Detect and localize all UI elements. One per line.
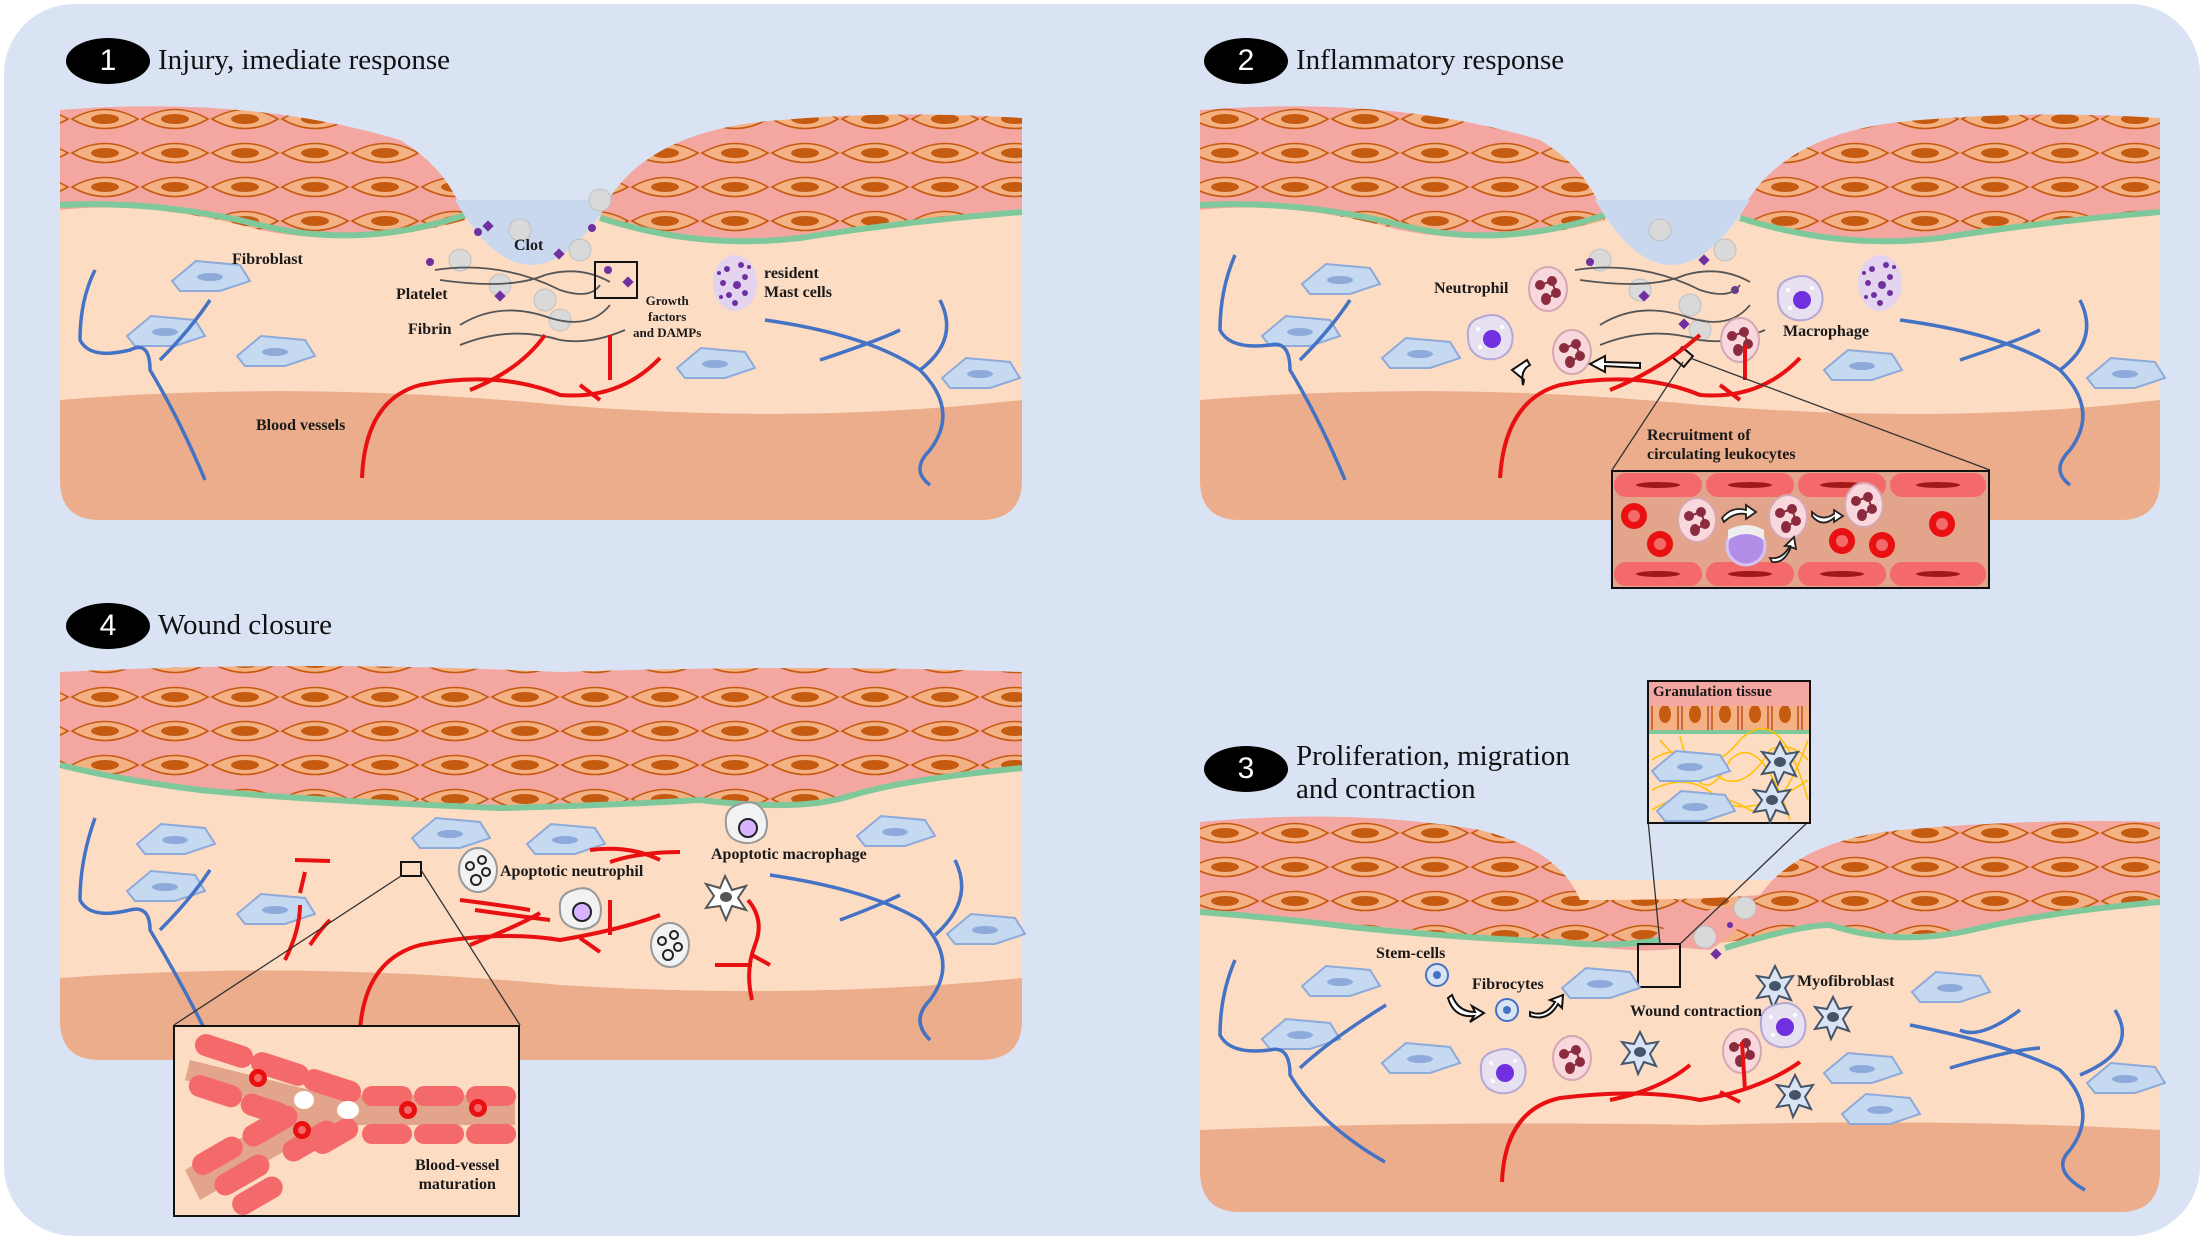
vein: [1218, 959, 2125, 1192]
red-blood-cell-icon: [1621, 503, 1955, 558]
label-neutrophil: Neutrophil: [1434, 280, 1509, 297]
fibrin-strands: [434, 266, 626, 346]
step-1-badge: 1: [66, 38, 150, 84]
panel-1-illustration: [59, 106, 1023, 520]
macrophage-icon: [1759, 1002, 1807, 1049]
white-blood-cell-icon: [294, 1091, 359, 1119]
label-blood-vessel-maturation: Blood-vessel maturation: [415, 1157, 500, 1193]
label-mast-cells: resident Mast cells: [764, 265, 832, 301]
label-stem-cells: Stem-cells: [1376, 945, 1446, 962]
vein: [78, 269, 949, 487]
label-granulation-tissue: Granulation tissue: [1653, 684, 1772, 700]
label-blood-vessels: Blood vessels: [256, 417, 346, 434]
artery: [1498, 333, 1802, 479]
step-1-title: Injury, imediate response: [158, 44, 451, 76]
neutrophil-icon: [1552, 1035, 1592, 1081]
artery: [1500, 1041, 1802, 1183]
label-fibroblast: Fibroblast: [232, 251, 303, 268]
step-4-badge: 4: [66, 603, 150, 649]
panel-3-illustration: [1199, 680, 2166, 1212]
panel-4-illustration: [59, 666, 1026, 1217]
granulation-tissue-inset: [1647, 680, 1811, 824]
label-clot: Clot: [514, 237, 544, 254]
leukocyte-recruitment-inset: [1611, 470, 1990, 589]
vein: [1218, 254, 2089, 487]
label-platelet: Platelet: [396, 286, 448, 303]
label-fibrocytes: Fibrocytes: [1472, 976, 1544, 993]
zoom-box: [594, 261, 638, 299]
monocyte-icon: [1725, 525, 1767, 567]
step-4-header: 4 Wound closure: [66, 603, 332, 649]
mast-cell-icon: [1858, 255, 1902, 311]
macrophage-icon: [1479, 1048, 1527, 1095]
label-myofibroblast: Myofibroblast: [1797, 973, 1895, 990]
apoptotic-macrophage-icon: [558, 801, 768, 931]
step-2-title: Inflammatory response: [1296, 44, 1565, 76]
step-4-title: Wound closure: [158, 609, 333, 641]
label-apoptotic-neutrophil: Apoptotic neutrophil: [500, 863, 644, 880]
neutrophil-icon: [1552, 329, 1592, 375]
step-2-badge: 2: [1204, 38, 1288, 84]
macrophage-icon: [1466, 314, 1514, 361]
step-3-title-line-1: Proliferation, migration: [1296, 740, 1570, 772]
label-growth-factors: Growth factors and DAMPs: [633, 293, 702, 340]
migration-arrow-icon: [1510, 354, 1641, 386]
artery: [283, 846, 771, 1031]
neutrophil-icon: [1528, 266, 1568, 312]
growth-factor-icon: [1586, 254, 1739, 330]
fibrocyte-icon: [1495, 998, 1519, 1022]
step-1-header: 1 Injury, imediate response: [66, 38, 450, 84]
blood-vessel-maturation-inset: [173, 1025, 520, 1217]
step-2-header: 2 Inflammatory response: [1204, 38, 1564, 84]
step-3-title-line-2: and contraction: [1296, 773, 1476, 805]
mast-cell-icon: [713, 255, 757, 311]
label-wound-contraction: Wound contraction: [1630, 1003, 1763, 1020]
label-macrophage: Macrophage: [1783, 323, 1869, 340]
stem-cell-icon: [1425, 963, 1449, 987]
label-apoptotic-macrophage: Apoptotic macrophage: [711, 846, 867, 863]
neutrophil-icon: [1720, 317, 1760, 363]
step-3-header: 3 Proliferation, migration and contracti…: [1204, 740, 1570, 806]
growth-factor-icon: [426, 220, 634, 302]
red-blood-cell-icon: [249, 1069, 487, 1139]
step-3-badge: 3: [1204, 746, 1288, 792]
step-3-title: Proliferation, migration and contraction: [1296, 740, 1570, 806]
label-fibrin: Fibrin: [408, 321, 452, 338]
label-recruitment: Recruitment of circulating leukocytes: [1647, 427, 1796, 463]
vein: [78, 817, 964, 1042]
panel-2-illustration: [1199, 106, 2166, 589]
macrophage-icon: [1776, 275, 1824, 322]
apoptotic-neutrophil-icon: [458, 847, 690, 968]
artery: [360, 333, 662, 479]
differentiation-arrow-icon: [1446, 993, 1565, 1023]
